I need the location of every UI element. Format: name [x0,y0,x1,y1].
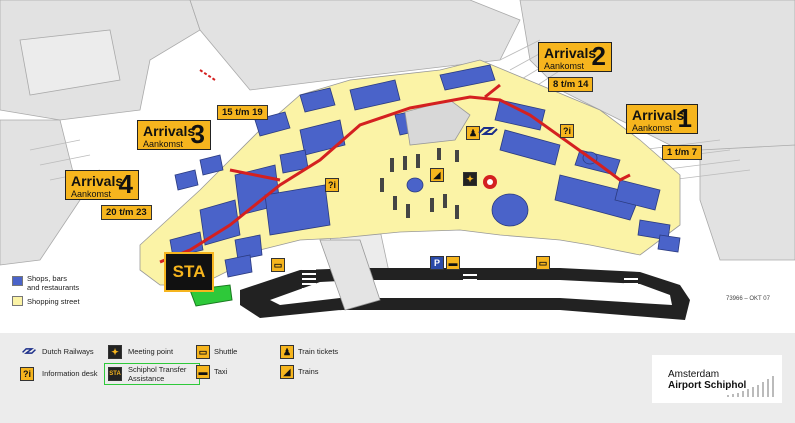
dutch-railways-icon [22,348,36,354]
shopping-street-legend-label: Shopping street [27,297,80,306]
meeting-point-marker [483,175,497,189]
shuttle-icon: ▭ [196,345,210,359]
legend-information-desk: Information desk [42,369,98,378]
legend-train-tickets: Train tickets [298,347,339,356]
shops-swatch [12,276,23,286]
arrivals-4-number: 4 [118,169,133,199]
surrounding-buildings [0,0,795,311]
meeting-point-icon: ✦ [463,172,477,186]
brand-panel [652,355,782,403]
legend-dutch-railways: Dutch Railways [42,347,94,356]
route-branch-2 [484,83,501,99]
shuttle-icon: ▭ [271,258,285,272]
brand-logo: Amsterdam Airport Schiphol [668,369,746,391]
shuttle-icon: ▭ [536,256,550,270]
information-desk-icon: ?i [20,367,34,381]
legend-meeting-point: Meeting point [128,347,174,356]
arrivals-2-number: 2 [591,41,606,71]
arrivals-1-sign: Arrivals Aankomst 1 [626,103,698,134]
dutch-railways-icon [478,127,498,135]
arrivals-1-number: 1 [677,103,692,133]
legend-sta: Schiphol Transfer Assistance [128,365,187,383]
shops-legend-label: Shops, bars and restaurants [27,274,80,292]
bottom-legend-panel: Dutch Railways ?i Information desk ✦ Mee… [0,333,795,423]
arrivals-3-number: 3 [190,119,205,149]
gate-range-8-14: 8 t/m 14 [548,77,594,92]
sta-marker: STA [164,252,214,292]
legend-taxi: Taxi [214,367,228,376]
brand-stripes [727,376,774,397]
information-desk-icon: ?i [560,124,574,138]
map-code: 73966 – OKT 07 [726,296,770,302]
route-dotted [199,69,216,81]
arrivals-1-title: Arrivals [632,107,685,123]
arrivals-4-title: Arrivals [71,173,124,189]
sta-icon: STA [108,367,122,381]
route-branch-3 [229,168,281,182]
arrivals-3-subtitle: Aankomst [143,139,184,149]
arrivals-4-sign: Arrivals Aankomst 4 [65,169,139,200]
legend-shuttle: Shuttle [214,347,238,356]
trains-icon: ◢ [430,168,444,182]
arrivals-2-title: Arrivals [544,45,597,61]
arrivals-2-subtitle: Aankomst [544,61,585,71]
meeting-point-icon: ✦ [108,345,122,359]
gate-range-20-23: 20 t/m 23 [101,205,152,220]
gate-range-15-19: 15 t/m 19 [217,105,268,120]
train-tickets-icon: ♟ [280,345,294,359]
arrivals-1-subtitle: Aankomst [632,123,673,133]
arrivals-3-title: Arrivals [143,123,196,139]
kiosks [380,148,459,219]
information-desk-icon: ?i [325,178,339,192]
arrival-route [159,95,631,264]
shopping-street-swatch [12,296,23,306]
crosswalks [302,268,638,300]
parking-icon: P [430,256,444,270]
brand-line-2: Airport Schiphol [668,380,747,391]
taxi-icon: ▬ [196,365,210,379]
arrivals-2-sign: Arrivals Aankomst 2 [538,41,612,72]
trains-icon: ◢ [280,365,294,379]
arrivals-3-sign: Arrivals Aankomst 3 [137,119,211,150]
taxi-icon: ▬ [446,256,460,270]
legend-trains: Trains [298,367,319,376]
gate-range-1-7: 1 t/m 7 [662,145,703,160]
brand-line-1: Amsterdam [668,369,720,380]
arrivals-4-subtitle: Aankomst [71,189,112,199]
